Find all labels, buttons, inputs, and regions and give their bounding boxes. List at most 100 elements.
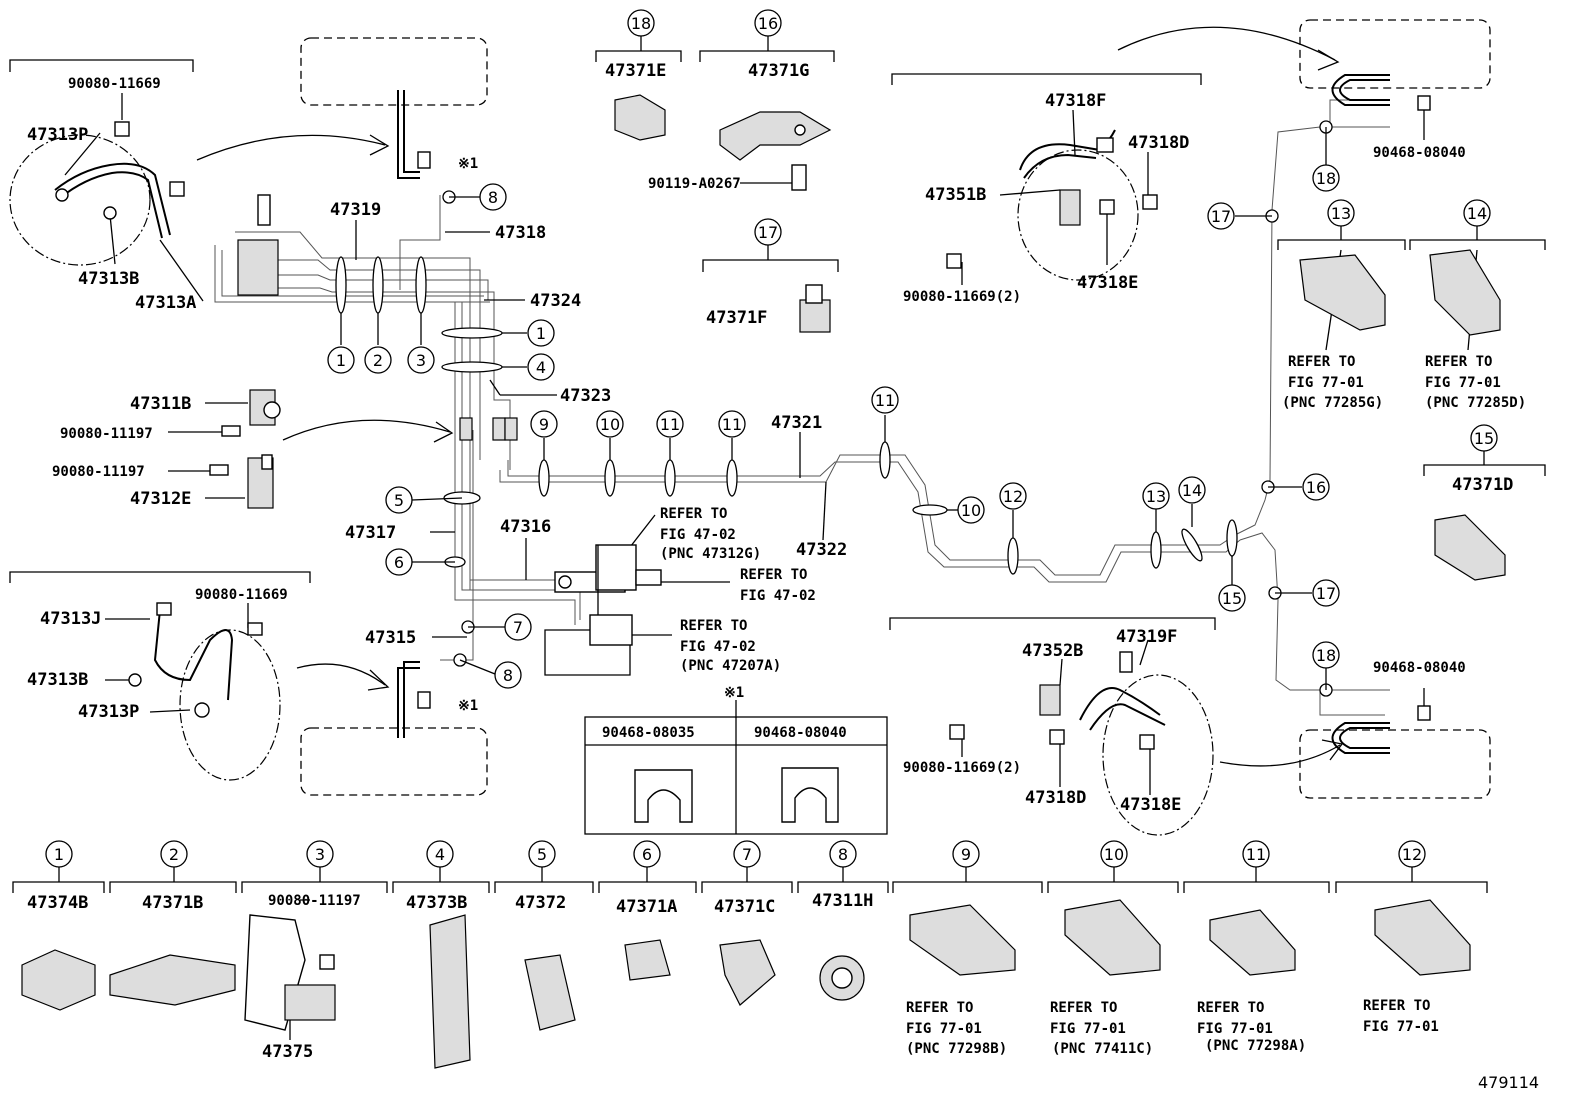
callout-leaders	[64, 93, 1478, 1040]
callout-14-b	[1463, 199, 1491, 227]
label-47351B: 47351B	[925, 185, 986, 205]
callout-11-a	[656, 410, 684, 438]
svg-text:2: 2	[169, 845, 179, 864]
label-47371F: 47371F	[706, 308, 767, 328]
refer-7701-l1: REFER TO	[1363, 998, 1430, 1014]
label-47311B: 47311B	[130, 394, 191, 414]
svg-text:11: 11	[722, 415, 742, 434]
svg-text:16: 16	[758, 14, 778, 33]
svg-text:4: 4	[536, 358, 546, 377]
callout-11-d	[1242, 840, 1270, 868]
svg-text:11: 11	[1246, 845, 1266, 864]
callout-2-a	[364, 346, 392, 374]
svg-text:4: 4	[435, 845, 445, 864]
svg-text:8: 8	[488, 188, 498, 207]
svg-text:18: 18	[1316, 646, 1336, 665]
label-90080-11669: 90080-11669	[68, 76, 161, 92]
label-47371E: 47371E	[605, 61, 666, 81]
svg-text:18: 18	[1316, 169, 1336, 188]
label-90080-11197-a: 90080-11197	[60, 426, 153, 442]
callout-17-c	[754, 218, 782, 246]
label-47321: 47321	[771, 413, 822, 433]
refer-77285D-l1: REFER TO	[1425, 354, 1492, 370]
callout-15-a	[1218, 584, 1246, 612]
callout-14-a	[1178, 476, 1206, 504]
callout-10-a	[596, 410, 624, 438]
label-47371D: 47371D	[1452, 475, 1513, 495]
label-47319: 47319	[330, 200, 381, 220]
svg-text:7: 7	[742, 845, 752, 864]
svg-text:10: 10	[1104, 845, 1124, 864]
label-90468-08040-a: 90468-08040	[1373, 145, 1466, 161]
svg-text:17: 17	[1211, 207, 1231, 226]
detail-circle-front-right	[1017, 149, 1139, 281]
label-47313B: 47313B	[78, 269, 139, 289]
callouts: 1 1 1 2 2 3 3 4 4 5 5 6 6 7 7 8 8 8 9 9 …	[45, 9, 1498, 868]
svg-text:6: 6	[394, 553, 404, 572]
refer-77285D-l2: FIG 77-01	[1425, 375, 1501, 391]
refer-77285G-l3: (PNC 77285G)	[1282, 395, 1383, 411]
svg-text:12: 12	[1003, 487, 1023, 506]
svg-text:15: 15	[1474, 429, 1494, 448]
svg-text:11: 11	[660, 415, 680, 434]
label-47313J: 47313J	[40, 609, 101, 629]
label-47313P-b: 47313P	[78, 702, 139, 722]
label-47318D-a: 47318D	[1128, 133, 1189, 153]
callout-16-a	[1302, 473, 1330, 501]
label-47374B: 47374B	[27, 893, 88, 913]
label-47371C: 47371C	[714, 897, 775, 917]
callout-5-a	[385, 486, 413, 514]
callout-11-b	[718, 410, 746, 438]
group-brackets	[9, 36, 1546, 893]
svg-text:12: 12	[1402, 845, 1422, 864]
refer-77411C-l3: (PNC 77411C)	[1052, 1041, 1153, 1057]
flow-arrows	[196, 26, 1344, 767]
brake-pipes	[214, 99, 1390, 716]
label-47311H: 47311H	[812, 891, 873, 911]
svg-text:8: 8	[503, 666, 513, 685]
callout-16-b	[754, 9, 782, 37]
callout-10-c	[1100, 840, 1128, 868]
callout-8-a	[479, 183, 507, 211]
label-47312E: 47312E	[130, 489, 191, 509]
label-90080-11669-2b: 90080-11669(2)	[903, 760, 1021, 776]
label-47313A: 47313A	[135, 293, 196, 313]
svg-text:7: 7	[513, 618, 523, 637]
svg-text:3: 3	[416, 351, 426, 370]
refer-notes: REFER TO FIG 47-02 (PNC 47312G) REFER TO…	[660, 354, 1526, 1057]
svg-text:17: 17	[758, 223, 778, 242]
refer-77298A-l3: (PNC 77298A)	[1205, 1038, 1306, 1054]
svg-text:1: 1	[336, 351, 346, 370]
body-outline-top-right	[1299, 19, 1491, 89]
clip-table-col1: 90468-08035	[602, 725, 695, 741]
refer-7701-l2: FIG 77-01	[1363, 1019, 1439, 1035]
label-47318F: 47318F	[1045, 91, 1106, 111]
note-mark-table: ※1	[724, 685, 744, 701]
callout-13-b	[1327, 199, 1355, 227]
label-90468-08040-b: 90468-08040	[1373, 660, 1466, 676]
refer-77285G-l1: REFER TO	[1288, 354, 1355, 370]
callout-1-a	[327, 346, 355, 374]
label-47375: 47375	[262, 1042, 313, 1062]
detail-circle-front-left	[9, 134, 151, 266]
callout-3-a	[407, 346, 435, 374]
callout-18-c	[627, 9, 655, 37]
label-47371A: 47371A	[616, 897, 677, 917]
label-47319F: 47319F	[1116, 627, 1177, 647]
callout-12-b	[1398, 840, 1426, 868]
label-90080-11197-c: 90080-11197	[268, 893, 361, 909]
clip-08035-shape	[634, 769, 693, 823]
detail-circle-rear-left	[179, 629, 281, 781]
callout-17-b	[1312, 579, 1340, 607]
label-47318E-b: 47318E	[1120, 795, 1181, 815]
callout-18-a	[1312, 164, 1340, 192]
label-90080-11669-2a: 90080-11669(2)	[903, 289, 1021, 305]
label-47322: 47322	[796, 540, 847, 560]
callout-8-c	[829, 840, 857, 868]
parts-shapes	[21, 74, 1506, 1069]
svg-text:3: 3	[315, 845, 325, 864]
label-47372: 47372	[515, 893, 566, 913]
svg-text:13: 13	[1146, 487, 1166, 506]
label-47318D-b: 47318D	[1025, 788, 1086, 808]
